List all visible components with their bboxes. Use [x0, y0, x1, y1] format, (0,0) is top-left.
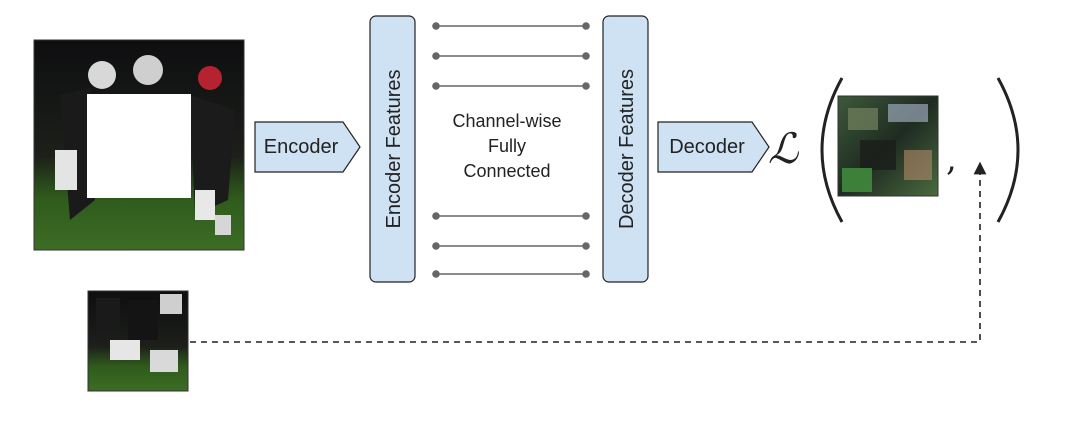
fc-label: Channel-wise Fully Connected	[452, 111, 561, 181]
masked-input-image	[33, 39, 245, 251]
comma: ,	[946, 139, 957, 179]
ground-truth-arrow	[190, 161, 987, 343]
loss-function: ℒ ,	[768, 77, 1020, 223]
reconstructed-patch	[837, 95, 939, 197]
encoder-label: Encoder	[264, 136, 339, 158]
left-paren	[820, 77, 844, 223]
encoder-block: Encoder	[254, 121, 361, 173]
fc-label-line-2: Fully	[488, 136, 526, 156]
decoder-features-block: Decoder Features	[602, 15, 649, 283]
encoder-features-block: Encoder Features	[369, 15, 416, 283]
mask-region	[87, 94, 191, 198]
fc-connectors	[432, 22, 590, 278]
right-paren	[996, 77, 1020, 223]
encoder-features-label: Encoder Features	[383, 70, 405, 229]
decoder-features-label: Decoder Features	[616, 69, 638, 229]
loss-symbol: ℒ	[768, 124, 799, 173]
ground-truth-patch	[87, 290, 189, 392]
decoder-block: Decoder	[657, 121, 770, 173]
fc-label-line-1: Channel-wise	[452, 111, 561, 131]
decoder-label: Decoder	[669, 136, 745, 158]
fc-label-line-3: Connected	[463, 161, 550, 181]
